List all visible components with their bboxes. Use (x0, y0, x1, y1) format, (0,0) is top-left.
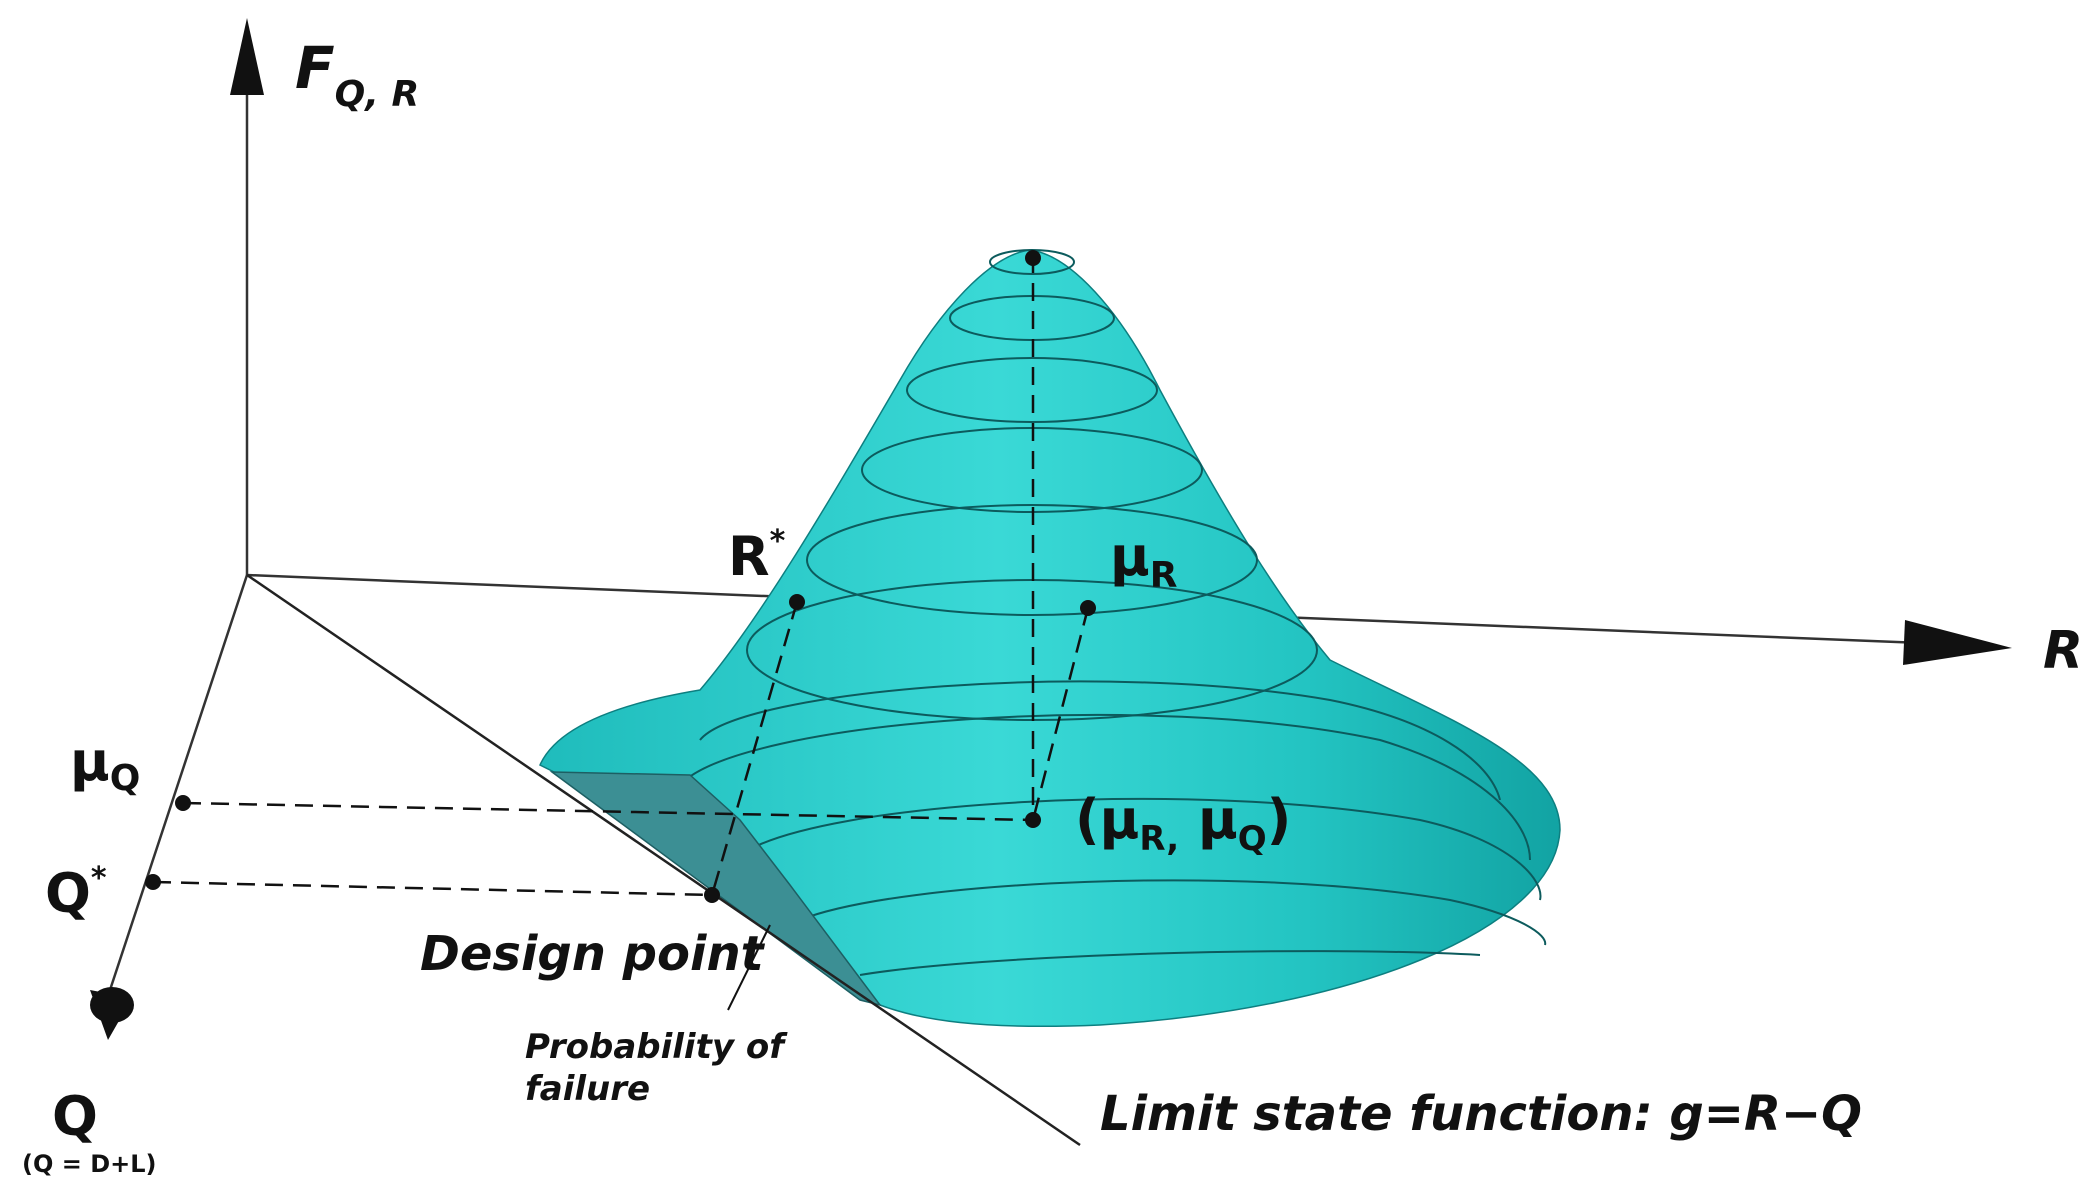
probability-surface (539, 249, 1561, 1028)
mean-point-dot (1025, 812, 1041, 828)
peak-point (1025, 250, 1041, 266)
design-point-label: Design point (420, 926, 766, 982)
bell-surface (539, 249, 1561, 1028)
r-star-dot (789, 594, 805, 610)
point-markers (145, 250, 1096, 903)
mean-point-label: (μR, μQ) (1075, 788, 1291, 859)
mu-r-dot (1080, 600, 1096, 616)
vertical-axis-arrowhead (230, 18, 264, 95)
probability-label-line1: Probability of (525, 1027, 788, 1067)
q-star-dot (145, 874, 161, 890)
mu-r-label: μR (1110, 525, 1177, 596)
q-axis-note: (Q = D+L) (22, 1150, 156, 1178)
mu-q-label: μQ (70, 730, 140, 799)
r-axis-label: R (2043, 621, 2083, 681)
projection-lines (152, 255, 1090, 897)
probability-label-line2: failure (525, 1069, 650, 1109)
mu-q-dot (175, 795, 191, 811)
q-axis (90, 574, 249, 1040)
vertical-axis (230, 18, 264, 575)
r-axis-arrowhead (1903, 620, 2012, 665)
q-star-label: Q* (45, 861, 107, 925)
vertical-axis-label: FQ, R (295, 34, 419, 115)
limit-state-label: Limit state function: g=R−Q (1100, 1086, 1862, 1142)
design-point-dot (704, 887, 720, 903)
limit-state-line (246, 573, 1081, 1147)
r-star-label: R* (728, 524, 786, 588)
q-axis-label: Q (52, 1085, 98, 1148)
probability-leader-line (727, 924, 771, 1011)
